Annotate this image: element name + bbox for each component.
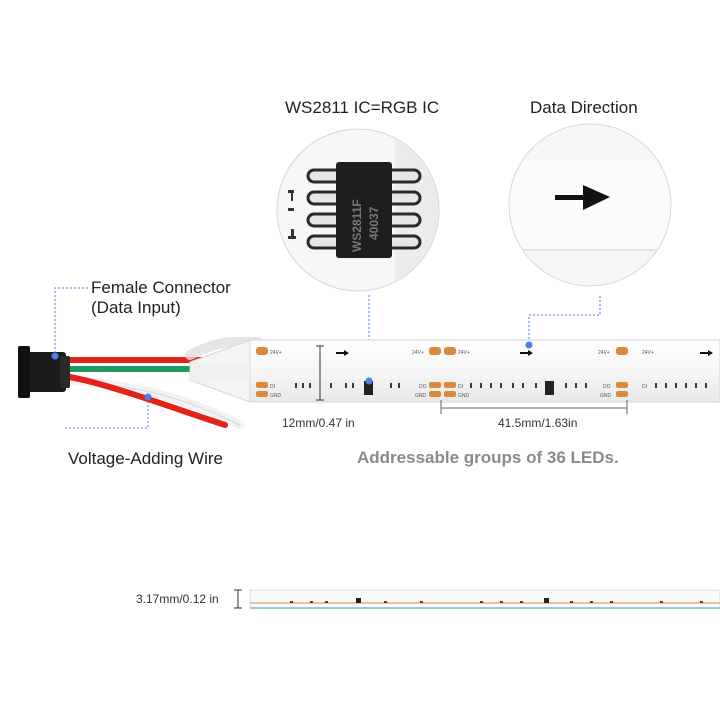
strip-arrow-icon	[336, 350, 713, 356]
female-connector	[18, 346, 70, 398]
svg-text:24V+: 24V+	[270, 350, 282, 356]
svg-text:DO: DO	[419, 384, 427, 390]
female-connector-sublabel: (Data Input)	[91, 298, 181, 317]
svg-text:DI: DI	[458, 384, 463, 390]
svg-text:24V+: 24V+	[642, 350, 654, 356]
width-dimension	[316, 345, 324, 401]
led-strip-side-profile	[234, 589, 720, 609]
chip-marking-1: WS2811F	[350, 199, 364, 252]
svg-text:24V+: 24V+	[412, 350, 424, 356]
caption: Addressable groups of 36 LEDs.	[357, 448, 619, 467]
direction-zoom-circle	[508, 123, 672, 287]
ic-zoom-circle: WS2811F 40037	[276, 128, 440, 292]
voltage-wire-label: Voltage-Adding Wire	[68, 449, 223, 468]
group-length-label: 41.5mm/1.63in	[498, 416, 578, 430]
svg-text:GND: GND	[600, 393, 612, 399]
svg-text:DO: DO	[603, 384, 611, 390]
svg-text:GND: GND	[270, 393, 282, 399]
group-length-dimension	[440, 400, 628, 414]
svg-text:DI: DI	[270, 384, 275, 390]
chip-marking-2: 40037	[367, 206, 381, 240]
thickness-label: 3.17mm/0.12 in	[136, 592, 219, 606]
svg-text:DI: DI	[642, 384, 647, 390]
data-direction-arrow-icon	[555, 185, 610, 210]
svg-text:GND: GND	[458, 393, 470, 399]
data-direction-label: Data Direction	[530, 98, 638, 117]
callout-lines	[54, 287, 601, 429]
svg-text:24V+: 24V+	[458, 350, 470, 356]
width-label: 12mm/0.47 in	[282, 416, 355, 430]
ic-title-label: WS2811 IC=RGB IC	[285, 98, 440, 117]
led-strip-top: 24V+ DI GND 24V+ 24V+ DO GND DI GND 24V+…	[189, 339, 720, 403]
svg-text:24V+: 24V+	[598, 350, 610, 356]
female-connector-label: Female Connector	[91, 278, 231, 297]
svg-text:GND: GND	[415, 393, 427, 399]
